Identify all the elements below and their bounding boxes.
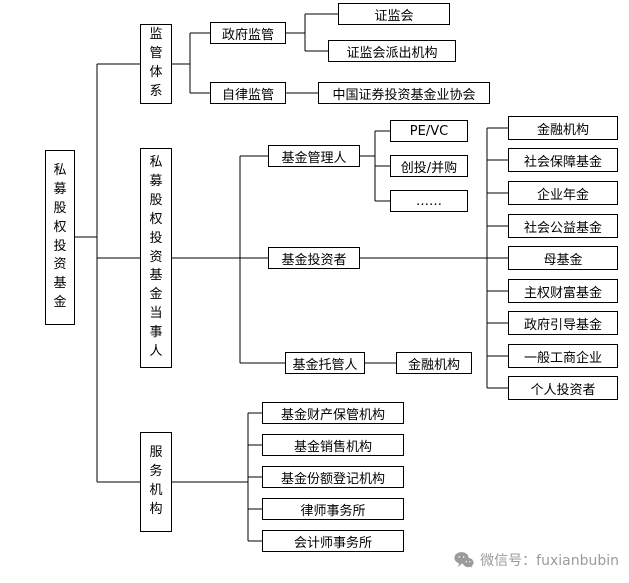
node-service-fund-sales: 基金销售机构: [262, 434, 404, 456]
node-csrc-branch-offices: 证监会派出机构: [328, 40, 456, 62]
node-service-organizations-label: 服务机构: [149, 445, 163, 517]
wechat-id-label: 微信号：fuxianbubin: [480, 553, 619, 569]
node-service-fund-share-registration: 基金份额登记机构: [262, 466, 404, 488]
node-root-label: 私募股权投资基金: [53, 163, 67, 311]
node-self-regulation: 自律监管: [210, 82, 286, 104]
root-connectors: [75, 63, 140, 483]
node-investor-general-enterprises: 一般工商企业: [508, 344, 618, 368]
node-investor-gov-guidance-fund: 政府引导基金: [508, 311, 618, 335]
node-investor-individuals: 个人投资者: [508, 376, 618, 400]
node-investor-enterprise-annuity: 企业年金: [508, 181, 618, 205]
node-service-organizations: 服务机构: [140, 432, 172, 532]
wechat-footer: 微信号：fuxianbubin: [454, 549, 619, 571]
node-service-law-firm: 律师事务所: [262, 498, 404, 520]
node-gov-regulation: 政府监管: [210, 22, 286, 44]
node-manager-type-pe-vc: PE/VC: [390, 120, 468, 142]
node-service-accounting-firm: 会计师事务所: [262, 530, 404, 552]
node-fund-manager: 基金管理人: [268, 145, 360, 167]
node-fund-custodian: 基金托管人: [285, 352, 365, 374]
investor-connectors: [360, 127, 508, 389]
regulation-connectors: [172, 13, 338, 94]
node-custodian-financial-institutions: 金融机构: [396, 352, 472, 374]
node-investor-social-security-fund: 社会保障基金: [508, 148, 618, 172]
node-root: 私募股权投资基金: [45, 150, 75, 325]
wechat-icon: [454, 552, 474, 568]
node-csrc: 证监会: [338, 3, 450, 25]
node-regulatory-system-label: 监管体系: [149, 27, 163, 99]
node-fund-parties-label: 私募股权投资基金当事人: [149, 155, 163, 359]
node-investor-sovereign-wealth-fund: 主权财富基金: [508, 279, 618, 303]
node-fund-investors: 基金投资者: [268, 247, 360, 269]
node-service-fund-property-custody: 基金财产保管机构: [262, 402, 404, 424]
node-amac: 中国证券投资基金业协会: [318, 82, 490, 104]
node-regulatory-system: 监管体系: [140, 24, 172, 104]
node-investor-public-welfare-fund: 社会公益基金: [508, 214, 618, 238]
node-investor-fund-of-funds: 母基金: [508, 246, 618, 270]
manager-connectors: [360, 130, 390, 202]
service-connectors: [172, 412, 262, 542]
node-investor-financial-institutions: 金融机构: [508, 116, 618, 140]
node-fund-parties: 私募股权投资基金当事人: [140, 148, 172, 368]
node-manager-type-vc-ma: 创投/并购: [390, 155, 468, 177]
parties-connectors: [172, 155, 285, 364]
node-manager-type-ellipsis: ……: [390, 190, 468, 212]
